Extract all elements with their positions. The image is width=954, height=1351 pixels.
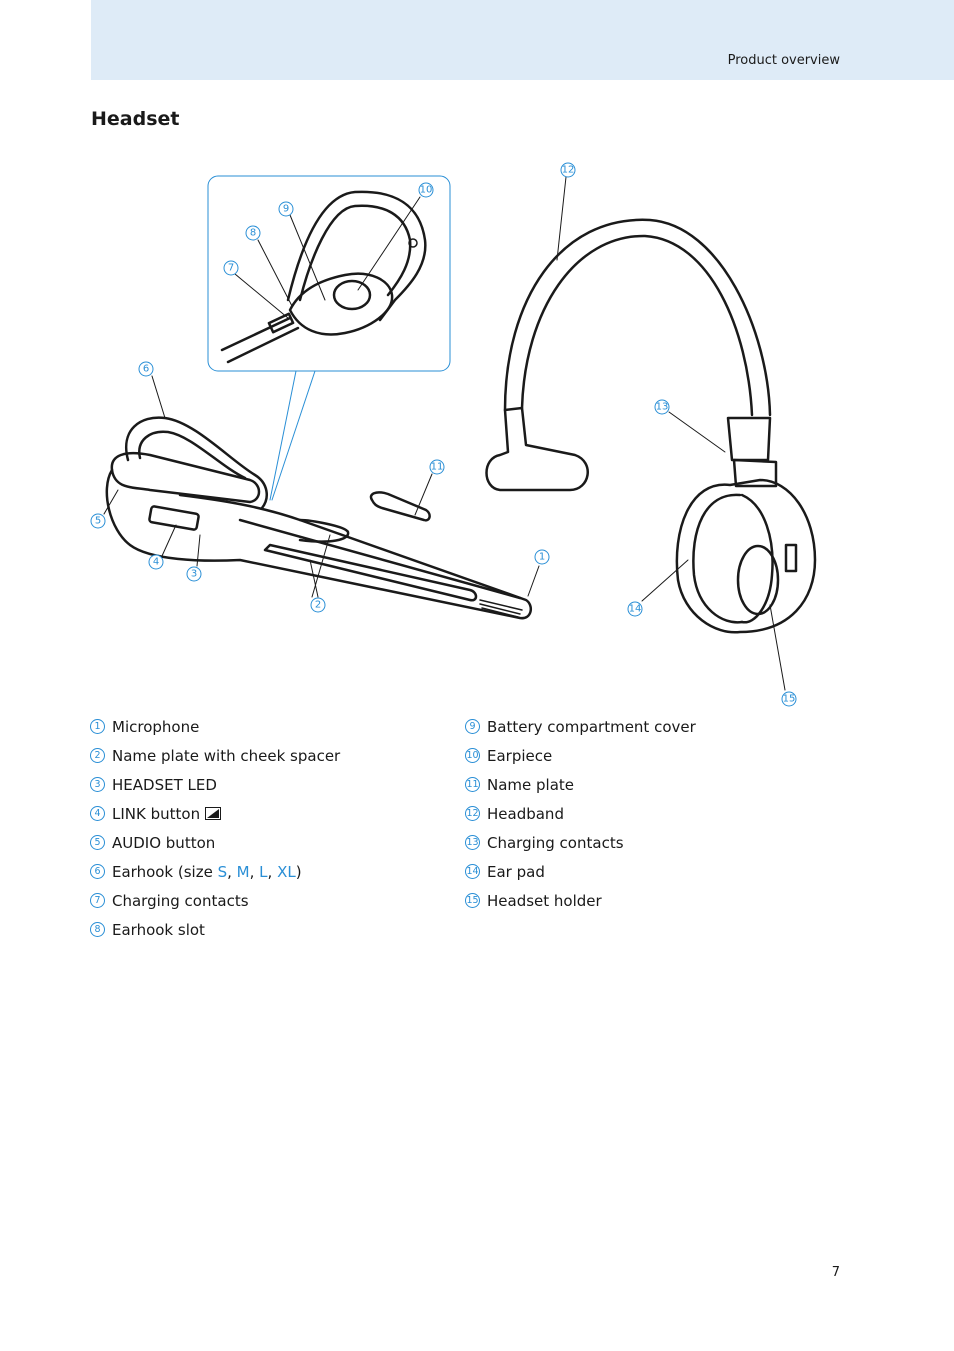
callout-1: 1 [534, 549, 550, 565]
legend-number: 14 [465, 864, 480, 879]
legend-item-battery-cover: 9 Battery compartment cover [465, 712, 696, 741]
callout-10: 10 [418, 182, 434, 198]
legend-number: 6 [90, 864, 105, 879]
legend-label: Name plate with cheek spacer [112, 746, 341, 765]
svg-text:14: 14 [629, 604, 642, 615]
callout-3: 3 [186, 566, 202, 582]
callout-9: 9 [278, 201, 294, 217]
callout-11: 11 [429, 459, 445, 475]
legend-item-earhook: 6 Earhook (size S, M, L, XL) [90, 857, 340, 886]
legend-label: Earpiece [487, 746, 553, 765]
ear-pad-drawing [675, 478, 817, 634]
earhook-drawing [125, 416, 268, 510]
svg-text:4: 4 [153, 557, 159, 568]
legend-number: 3 [90, 777, 105, 792]
legend-item-headset-led: 3 HEADSET LED [90, 770, 340, 799]
callouts: 1 2 3 4 5 6 7 8 9 10 11 12 13 14 15 [90, 162, 797, 707]
callout-6: 6 [138, 361, 154, 377]
svg-text:8: 8 [250, 228, 256, 239]
inset-earpiece-drawing [220, 190, 427, 364]
legend-item-earpiece: 10 Earpiece [465, 741, 696, 770]
callout-13: 13 [654, 399, 670, 415]
legend-number: 5 [90, 835, 105, 850]
svg-text:6: 6 [143, 364, 149, 375]
svg-text:3: 3 [191, 569, 197, 580]
legend-label: Earhook slot [112, 920, 205, 939]
callout-14: 14 [627, 601, 643, 617]
legend-label: Name plate [487, 775, 575, 794]
svg-text:15: 15 [783, 694, 796, 705]
leader-lines [103, 176, 786, 691]
callout-4: 4 [148, 554, 164, 570]
legend-label: Headband [487, 804, 564, 823]
legend-label: Charging contacts [112, 891, 249, 910]
legend-label: AUDIO button [112, 833, 216, 852]
legend-number: 12 [465, 806, 480, 821]
legend-label: Charging contacts [487, 833, 624, 852]
legend-item-headset-holder: 15 Headset holder [465, 886, 696, 915]
callout-8: 8 [245, 225, 261, 241]
callout-2: 2 [310, 597, 326, 613]
section-label: Product overview [727, 53, 840, 68]
callout-12: 12 [560, 162, 576, 178]
legend-number: 11 [465, 777, 480, 792]
legend-item-name-plate-cheek-spacer: 2 Name plate with cheek spacer [90, 741, 340, 770]
link-icon [205, 807, 222, 820]
legend-label: Microphone [112, 717, 200, 736]
legend-number: 13 [465, 835, 480, 850]
legend-item-charging-contacts-headband: 13 Charging contacts [465, 828, 696, 857]
detail-inset-box [207, 175, 451, 372]
svg-text:7: 7 [228, 263, 234, 274]
legend-number: 15 [465, 893, 480, 908]
legend-number: 8 [90, 922, 105, 937]
legend-item-link-button: 4 LINK button [90, 799, 340, 828]
legend-label: Ear pad [487, 862, 545, 881]
legend-item-charging-contacts: 7 Charging contacts [90, 886, 340, 915]
legend-number: 7 [90, 893, 105, 908]
svg-text:13: 13 [656, 402, 669, 413]
size-link-xl[interactable]: XL [277, 862, 296, 881]
legend-item-microphone: 1 Microphone [90, 712, 340, 741]
headset-illustration: 1 2 3 4 5 6 7 8 9 10 11 12 13 14 15 [90, 162, 817, 707]
callout-5: 5 [90, 513, 106, 529]
legend-item-headband: 12 Headband [465, 799, 696, 828]
name-plate-drawing [369, 491, 431, 522]
legend-item-earhook-slot: 8 Earhook slot [90, 915, 340, 944]
page-heading: Headset [91, 108, 180, 130]
size-link-m[interactable]: M [236, 862, 250, 881]
size-link-s[interactable]: S [217, 862, 228, 881]
svg-text:5: 5 [95, 516, 101, 527]
legend-item-name-plate: 11 Name plate [465, 770, 696, 799]
svg-text:9: 9 [283, 204, 289, 215]
callout-15: 15 [781, 691, 797, 707]
size-link-l[interactable]: L [259, 862, 268, 881]
svg-text:1: 1 [539, 552, 545, 563]
svg-text:10: 10 [420, 185, 433, 196]
callout-7: 7 [223, 260, 239, 276]
svg-text:12: 12 [562, 165, 575, 176]
legend-right: 9 Battery compartment cover 10 Earpiece … [465, 712, 696, 915]
legend-label: Battery compartment cover [487, 717, 696, 736]
legend-left: 1 Microphone 2 Name plate with cheek spa… [90, 712, 340, 944]
legend-label: HEADSET LED [112, 775, 217, 794]
legend-label: Earhook (size S, M, L, XL) [112, 862, 302, 881]
legend-label: LINK button [112, 804, 201, 823]
legend-item-audio-button: 5 AUDIO button [90, 828, 340, 857]
svg-text:11: 11 [431, 462, 444, 473]
legend-item-ear-pad: 14 Ear pad [465, 857, 696, 886]
legend-number: 10 [465, 748, 480, 763]
legend-label: Headset holder [487, 891, 602, 910]
page-number: 7 [831, 1265, 840, 1280]
headset-body-drawing [105, 451, 533, 620]
legend-number: 2 [90, 748, 105, 763]
svg-text:2: 2 [315, 600, 321, 611]
legend-number: 9 [465, 719, 480, 734]
headband-drawing [485, 218, 778, 492]
legend-number: 1 [90, 719, 105, 734]
legend-number: 4 [90, 806, 105, 821]
header-band [91, 0, 954, 80]
